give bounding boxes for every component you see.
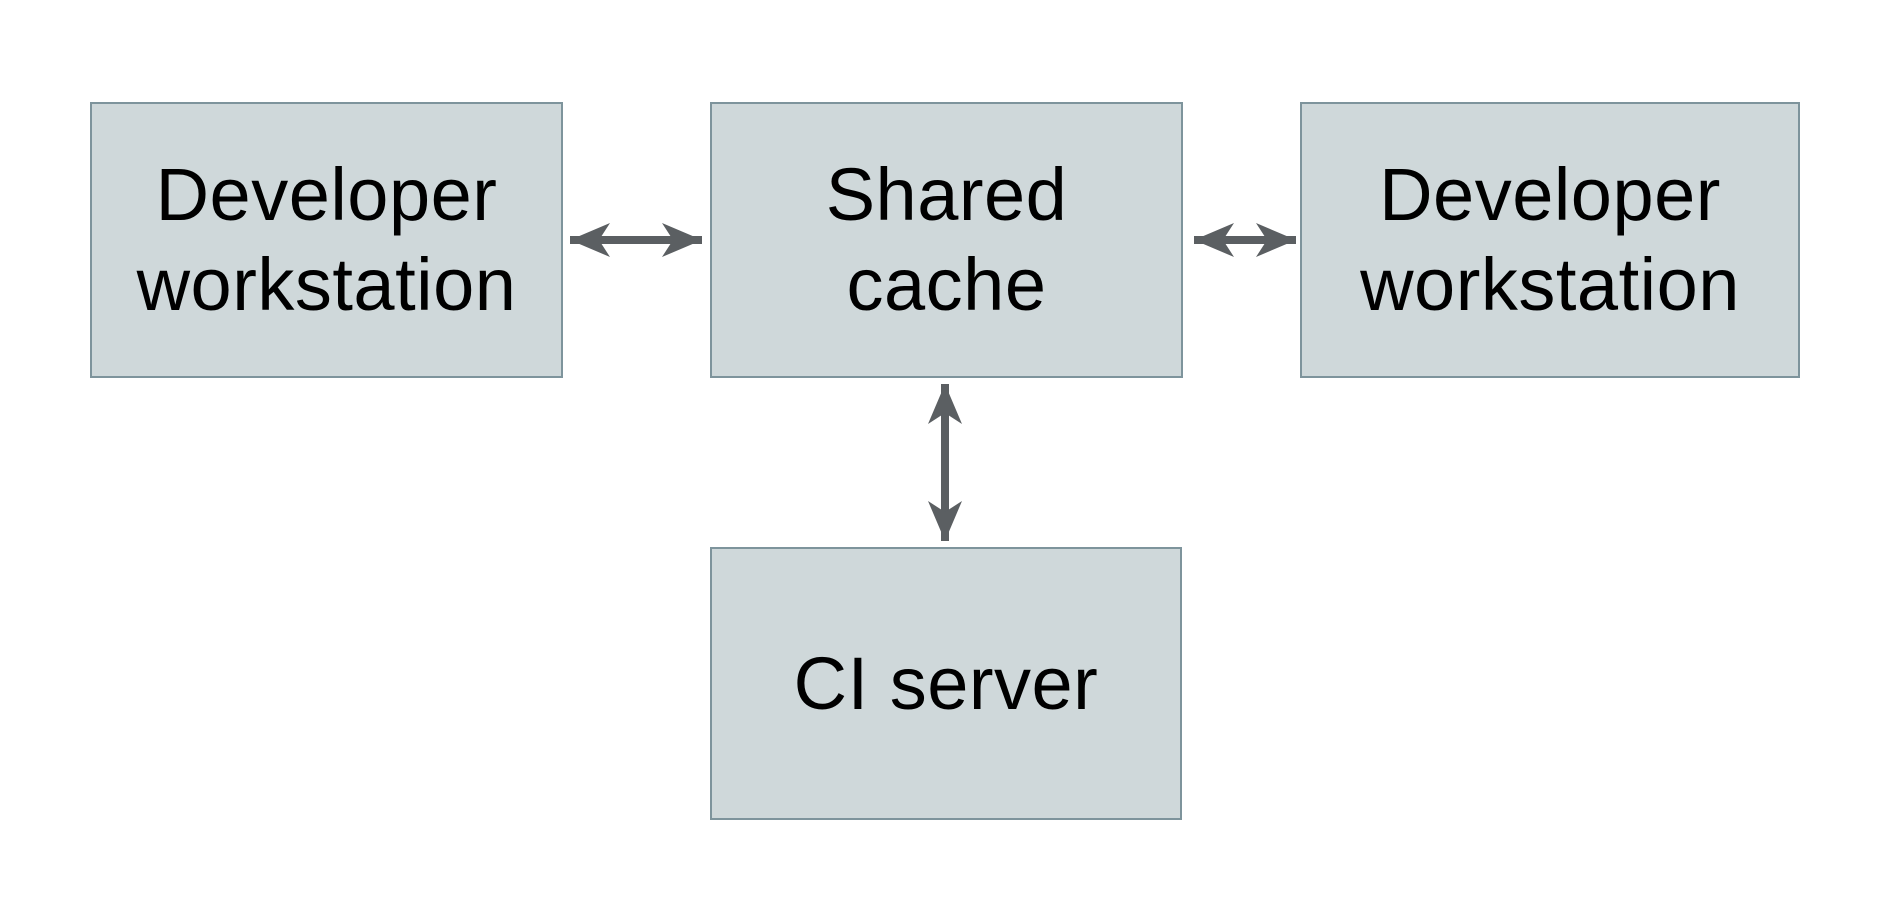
node-label: Shared: [825, 153, 1068, 236]
node-developer-workstation-left: Developer workstation: [90, 102, 563, 378]
node-ci-server: CI server: [710, 547, 1182, 820]
node-label: Developer: [155, 153, 498, 236]
node-label: CI server: [793, 641, 1099, 725]
node-label: cache: [846, 243, 1047, 326]
node-developer-workstation-right: Developer workstation: [1300, 102, 1800, 378]
node-shared-cache: Shared cache: [710, 102, 1183, 378]
node-label: workstation: [1360, 243, 1740, 326]
node-label: Developer: [1379, 153, 1721, 236]
node-label: workstation: [136, 243, 517, 326]
